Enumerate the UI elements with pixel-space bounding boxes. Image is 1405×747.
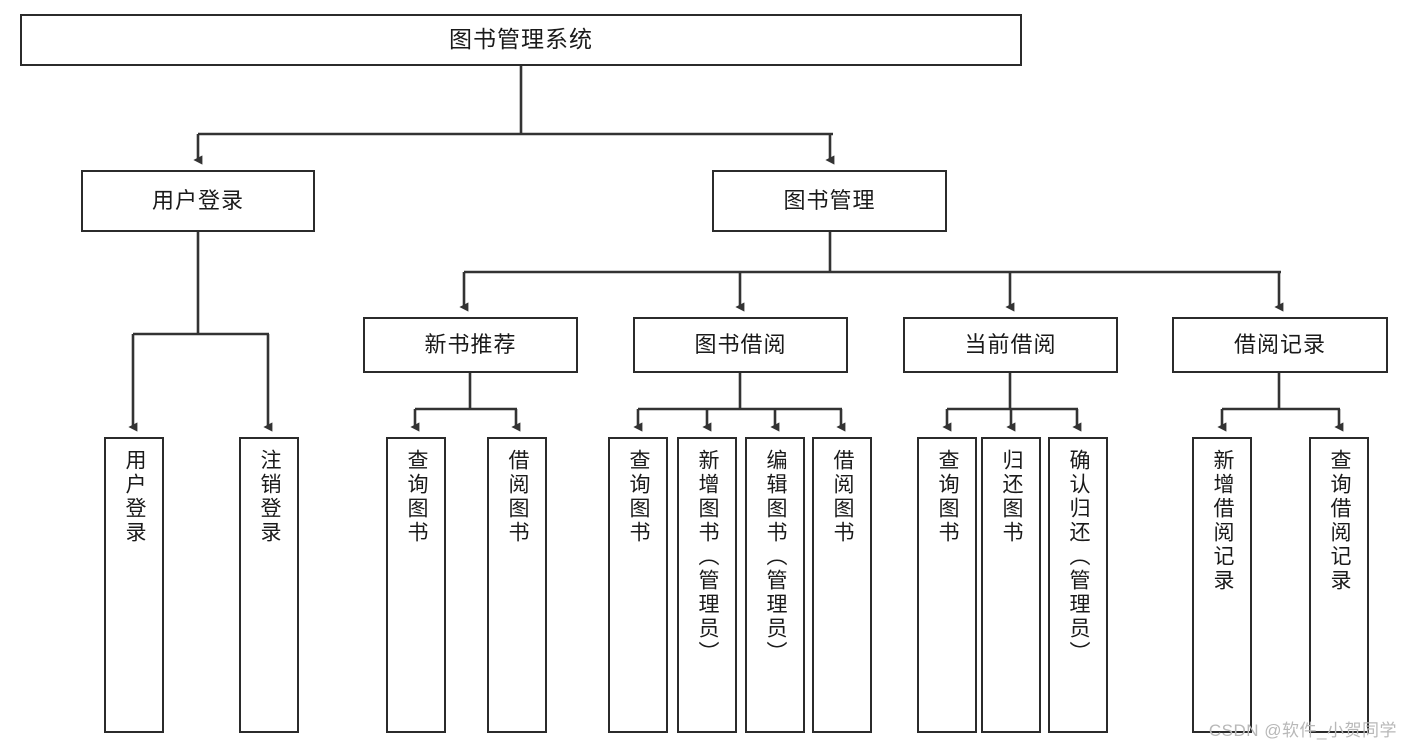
leaf-query-book-current[interactable]: 查询图书 — [917, 437, 977, 733]
node-book-borrow[interactable]: 图书借阅 — [633, 317, 848, 373]
leaf-edit-book-admin[interactable]: 编辑图书（管理员） — [745, 437, 805, 733]
leaf-label: 归还图书 — [1000, 449, 1024, 545]
leaf-confirm-return-admin[interactable]: 确认归还（管理员） — [1048, 437, 1108, 733]
leaf-label: 借阅图书 — [831, 449, 855, 545]
leaf-label: 注销登录 — [258, 449, 282, 545]
leaf-logout[interactable]: 注销登录 — [239, 437, 299, 733]
leaf-user-login[interactable]: 用户登录 — [104, 437, 164, 733]
leaf-borrow-book-recommend[interactable]: 借阅图书 — [487, 437, 547, 733]
leaf-label: 用户登录 — [123, 449, 147, 545]
leaf-label: 新增借阅记录 — [1211, 449, 1235, 593]
leaf-query-borrow-record[interactable]: 查询借阅记录 — [1309, 437, 1369, 733]
leaf-label: 新增图书（管理员） — [696, 449, 720, 665]
leaf-add-book-admin[interactable]: 新增图书（管理员） — [677, 437, 737, 733]
node-root-system[interactable]: 图书管理系统 — [20, 14, 1022, 66]
leaf-return-book[interactable]: 归还图书 — [981, 437, 1041, 733]
leaf-label: 编辑图书（管理员） — [764, 449, 788, 665]
leaf-label: 查询图书 — [627, 449, 651, 545]
node-book-management[interactable]: 图书管理 — [712, 170, 947, 232]
leaf-label: 查询图书 — [405, 449, 429, 545]
node-borrow-records[interactable]: 借阅记录 — [1172, 317, 1388, 373]
leaf-query-book-borrow[interactable]: 查询图书 — [608, 437, 668, 733]
csdn-watermark: CSDN @软件_小贺同学 — [1208, 721, 1397, 740]
leaf-label: 查询借阅记录 — [1328, 449, 1352, 593]
leaf-add-borrow-record[interactable]: 新增借阅记录 — [1192, 437, 1252, 733]
leaf-label: 查询图书 — [936, 449, 960, 545]
node-user-login[interactable]: 用户登录 — [81, 170, 315, 232]
node-current-borrow[interactable]: 当前借阅 — [903, 317, 1118, 373]
leaf-label: 借阅图书 — [506, 449, 530, 545]
node-new-book-recommend[interactable]: 新书推荐 — [363, 317, 578, 373]
leaf-query-book-recommend[interactable]: 查询图书 — [386, 437, 446, 733]
leaf-label: 确认归还（管理员） — [1067, 449, 1091, 665]
leaf-borrow-book[interactable]: 借阅图书 — [812, 437, 872, 733]
